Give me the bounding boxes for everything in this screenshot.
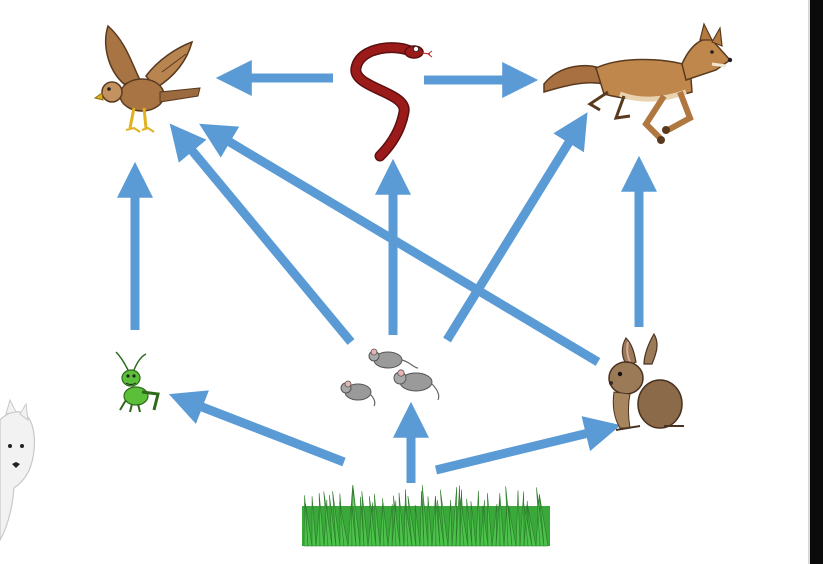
grass-blade <box>382 498 389 547</box>
grass-blade <box>458 493 469 547</box>
grass-blade <box>539 495 549 547</box>
grass-blade <box>352 484 361 547</box>
grass-blade <box>311 496 317 547</box>
grass-blade <box>323 491 333 547</box>
arrow-mice-to-eagle <box>169 123 355 345</box>
arrow-grass-to-rabbit <box>434 416 621 475</box>
grass-blade <box>515 490 521 547</box>
grass-blade <box>374 493 381 547</box>
grass-blade <box>398 492 405 547</box>
grass-blade <box>475 490 481 547</box>
grass-blade <box>427 496 433 547</box>
grass-blade <box>351 503 357 547</box>
arrow-mice-to-coyote <box>443 112 588 343</box>
mouse-top <box>368 348 419 369</box>
grass-blade <box>387 504 393 547</box>
grass-blade <box>437 500 445 547</box>
grass-blade <box>361 491 369 547</box>
grass-blade <box>499 493 505 547</box>
grasshopper-icon <box>115 351 160 413</box>
grass-blade <box>487 493 493 547</box>
right-dark-strip <box>810 0 823 564</box>
grass-blade <box>491 503 498 547</box>
grass-blade <box>440 489 449 547</box>
grass-blade <box>447 500 453 547</box>
grass-blade <box>318 493 325 547</box>
mouse-right <box>393 369 440 401</box>
mice-icon <box>340 348 440 407</box>
grass-blade <box>332 491 341 547</box>
grass-blade <box>435 496 441 547</box>
rabbit-icon <box>608 332 684 431</box>
grass-blade <box>329 494 337 547</box>
arrow-rabbit-to-eagle <box>199 123 601 366</box>
grass-blade <box>455 485 461 547</box>
coyote-icon <box>543 22 733 144</box>
mouse-left <box>340 380 376 407</box>
grass-blade <box>359 496 365 547</box>
arrow-grass-to-grasshopper <box>168 390 346 467</box>
grass-blade <box>414 504 421 547</box>
grass-blade <box>536 487 545 547</box>
grass-blade <box>393 495 401 547</box>
grass-blade <box>526 504 537 547</box>
grass-blade <box>419 491 425 547</box>
grass-blade <box>519 491 525 547</box>
right-edge-line <box>808 0 810 564</box>
grass-icon <box>302 484 550 547</box>
eagle-icon <box>93 24 201 133</box>
grass-blade <box>482 505 489 547</box>
grass-blade <box>523 502 533 547</box>
grass-blade <box>470 501 477 547</box>
snake-icon <box>350 42 433 162</box>
grass-blade <box>407 496 417 547</box>
grass-blade <box>369 496 377 547</box>
grass-blade <box>421 484 429 547</box>
grass-blade <box>451 487 457 547</box>
grass-blade <box>505 486 513 547</box>
grass-blade <box>339 502 349 547</box>
arctic-fox-icon <box>0 398 36 542</box>
grass-blade <box>508 505 517 547</box>
grass-blade <box>404 502 413 547</box>
grass-blade <box>466 498 473 547</box>
arrows-layer <box>117 60 657 483</box>
grass-blade <box>305 503 313 547</box>
